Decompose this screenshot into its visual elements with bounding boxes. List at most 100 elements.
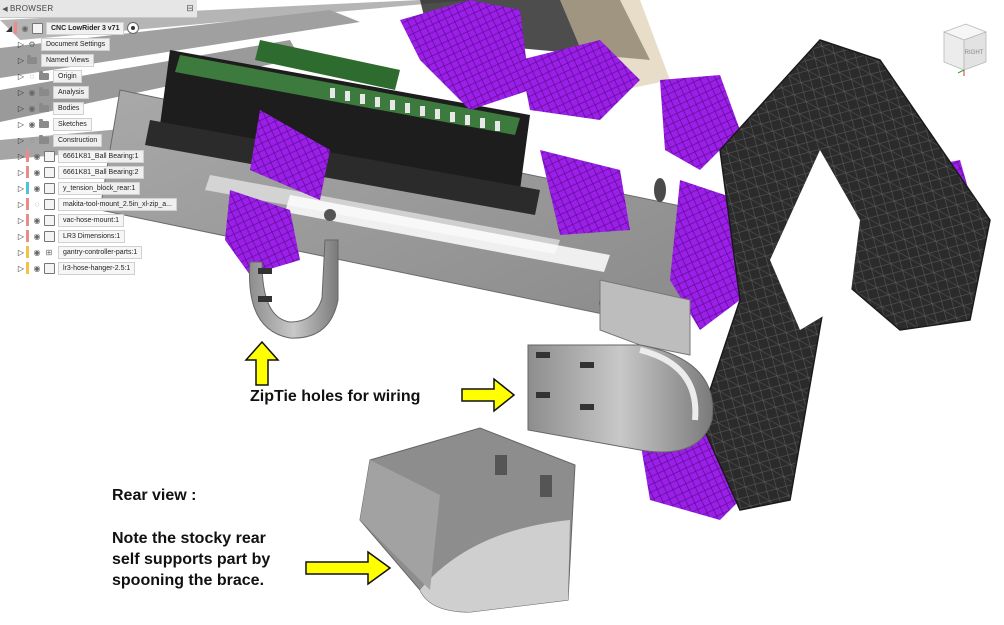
tree-item[interactable]: ▷ ◉ 6661K81_Ball Bearing:1 bbox=[16, 149, 144, 163]
expand-arrow-icon[interactable]: ▷ bbox=[17, 87, 25, 97]
view-cube[interactable]: RIGHT bbox=[936, 18, 992, 78]
tree-item-label: Bodies bbox=[53, 101, 85, 115]
color-bar bbox=[26, 214, 29, 226]
rear-view-title: Rear view : bbox=[112, 487, 197, 504]
component-icon bbox=[43, 214, 55, 226]
tree-item[interactable]: ▷ ◉ y_tension_block_rear:1 bbox=[16, 181, 141, 195]
tree-item-label: Construction bbox=[53, 133, 103, 147]
expand-arrow-icon[interactable]: ▷ bbox=[17, 167, 25, 177]
tree-item-label: Document Settings bbox=[41, 37, 111, 51]
annotation-arrows bbox=[244, 340, 516, 586]
expand-arrow-icon[interactable]: ▷ bbox=[17, 247, 25, 257]
tree-item[interactable]: ▷ ◉ Analysis bbox=[16, 85, 90, 99]
view-cube-face-label: RIGHT bbox=[965, 50, 984, 56]
rear-view-note: Note the stocky rear self supports part … bbox=[112, 528, 312, 591]
rear-view-note-line: Note the stocky rear bbox=[112, 530, 266, 547]
tree-item-label: makita-tool-mount_2.5in_xl-zip_a... bbox=[58, 197, 177, 211]
visibility-eye-icon[interactable]: ◉ bbox=[33, 231, 41, 241]
visibility-eye-icon[interactable]: ◉ bbox=[33, 263, 41, 273]
visibility-eye-icon[interactable]: ◉ bbox=[28, 119, 36, 129]
tree-item[interactable]: ▷ ◌ Origin bbox=[16, 69, 82, 83]
expand-arrow-icon[interactable]: ▷ bbox=[17, 263, 25, 273]
visibility-eye-icon[interactable]: ◌ bbox=[29, 71, 35, 81]
tree-item[interactable]: ▷ ⚙ Document Settings bbox=[16, 37, 111, 51]
expand-arrow-icon[interactable]: ▷ bbox=[17, 215, 25, 225]
axis-y-icon bbox=[957, 69, 965, 74]
tree-item-label: Named Views bbox=[41, 53, 95, 67]
tree-item[interactable]: ▷ ◉ ⊞ gantry-controller-parts:1 bbox=[16, 245, 143, 259]
folder-icon bbox=[38, 70, 50, 82]
activate-radio-icon[interactable] bbox=[127, 22, 140, 34]
color-bar bbox=[26, 182, 29, 194]
tree-root[interactable]: ◢ ◉ CNC LowRider 3 v71 bbox=[4, 21, 140, 35]
tree-item[interactable]: ▷ ◉ 6661K81_Ball Bearing:2 bbox=[16, 165, 144, 179]
tree-item[interactable]: ▷ ◉ lr3-hose-hanger-2.5:1 bbox=[16, 261, 136, 275]
color-bar bbox=[26, 262, 29, 274]
folder-icon bbox=[38, 86, 50, 98]
rear-view-note-line: spooning the brace. bbox=[112, 572, 265, 589]
color-bar bbox=[26, 230, 29, 242]
expand-arrow-icon[interactable]: ▷ bbox=[17, 199, 25, 209]
visibility-eye-icon[interactable]: ◉ bbox=[28, 87, 36, 97]
view-cube-right[interactable] bbox=[963, 31, 987, 71]
visibility-eye-icon[interactable]: ◉ bbox=[33, 215, 41, 225]
tree-item-label: 6661K81_Ball Bearing:1 bbox=[58, 149, 144, 163]
component-icon bbox=[43, 262, 55, 274]
tree-item[interactable]: ▷ ◌ Construction bbox=[16, 133, 103, 147]
color-bar bbox=[26, 150, 29, 162]
tree-item-label: lr3-hose-hanger-2.5:1 bbox=[58, 261, 136, 275]
folder-icon bbox=[26, 54, 38, 66]
expand-arrow-icon[interactable]: ▷ bbox=[17, 39, 25, 49]
component-icon bbox=[43, 150, 55, 162]
visibility-eye-icon[interactable]: ◉ bbox=[33, 183, 41, 193]
pin-icon[interactable]: ⊟ bbox=[186, 3, 194, 13]
expand-arrow-icon[interactable]: ▷ bbox=[17, 135, 25, 145]
tree-root-label: CNC LowRider 3 v71 bbox=[46, 21, 125, 35]
visibility-eye-icon[interactable]: ◉ bbox=[33, 167, 41, 177]
visibility-eye-icon[interactable]: ◉ bbox=[33, 151, 41, 161]
ziptie-annotation: ZipTie holes for wiring bbox=[250, 388, 421, 405]
gear-icon: ⚙ bbox=[28, 39, 36, 49]
component-icon bbox=[43, 166, 55, 178]
tree-item[interactable]: ▷ Named Views bbox=[16, 53, 95, 67]
expand-arrow-icon[interactable]: ▷ bbox=[17, 103, 25, 113]
tree-item[interactable]: ▷ ◉ Bodies bbox=[16, 101, 85, 115]
folder-icon bbox=[38, 118, 50, 130]
tree-item-label: Sketches bbox=[53, 117, 92, 131]
visibility-eye-icon[interactable]: ◉ bbox=[28, 103, 36, 113]
browser-title: BROWSER bbox=[10, 4, 54, 13]
color-bar bbox=[26, 166, 29, 178]
browser-panel: ◀ BROWSER ⊟ ◢ ◉ CNC LowRider 3 v71 ▷ ⚙ D… bbox=[0, 0, 197, 275]
expand-arrow-icon[interactable]: ▷ bbox=[17, 151, 25, 161]
color-bar bbox=[26, 246, 29, 258]
left-clamp bbox=[249, 239, 339, 339]
expand-arrow-icon[interactable]: ▷ bbox=[17, 55, 25, 65]
visibility-eye-icon[interactable]: ◉ bbox=[33, 247, 41, 257]
document-icon bbox=[31, 22, 43, 34]
tree-item-label: vac-hose-mount:1 bbox=[58, 213, 125, 227]
expand-arrow-icon[interactable]: ▷ bbox=[17, 231, 25, 241]
visibility-eye-icon[interactable]: ◌ bbox=[29, 135, 35, 145]
expand-arrow-icon[interactable]: ◢ bbox=[5, 23, 13, 33]
tree-item-label: gantry-controller-parts:1 bbox=[58, 245, 143, 259]
collapse-icon[interactable]: ◀ bbox=[2, 5, 8, 13]
visibility-eye-icon[interactable]: ◉ bbox=[21, 23, 29, 33]
expand-arrow-icon[interactable]: ▷ bbox=[17, 183, 25, 193]
component-icon bbox=[43, 230, 55, 242]
tree-item[interactable]: ▷ ◉ LR3 Dimensions:1 bbox=[16, 229, 126, 243]
tree-item-label: Analysis bbox=[53, 85, 90, 99]
browser-header: ◀ BROWSER ⊟ bbox=[0, 0, 197, 18]
tree-item-label: Origin bbox=[53, 69, 82, 83]
expand-arrow-icon[interactable]: ▷ bbox=[17, 71, 25, 81]
assembly-icon: ⊞ bbox=[45, 247, 53, 257]
tree-item[interactable]: ▷ ◉ Sketches bbox=[16, 117, 92, 131]
visibility-eye-icon[interactable]: ◌ bbox=[34, 199, 40, 209]
tree-item-label: 6661K81_Ball Bearing:2 bbox=[58, 165, 144, 179]
expand-arrow-icon[interactable]: ▷ bbox=[17, 119, 25, 129]
tree-item[interactable]: ▷ ◉ vac-hose-mount:1 bbox=[16, 213, 125, 227]
tree-item[interactable]: ▷ ◌ makita-tool-mount_2.5in_xl-zip_a... bbox=[16, 197, 177, 211]
color-bar bbox=[26, 198, 29, 210]
right-clamp bbox=[527, 279, 714, 453]
tree-item-label: y_tension_block_rear:1 bbox=[58, 181, 141, 195]
